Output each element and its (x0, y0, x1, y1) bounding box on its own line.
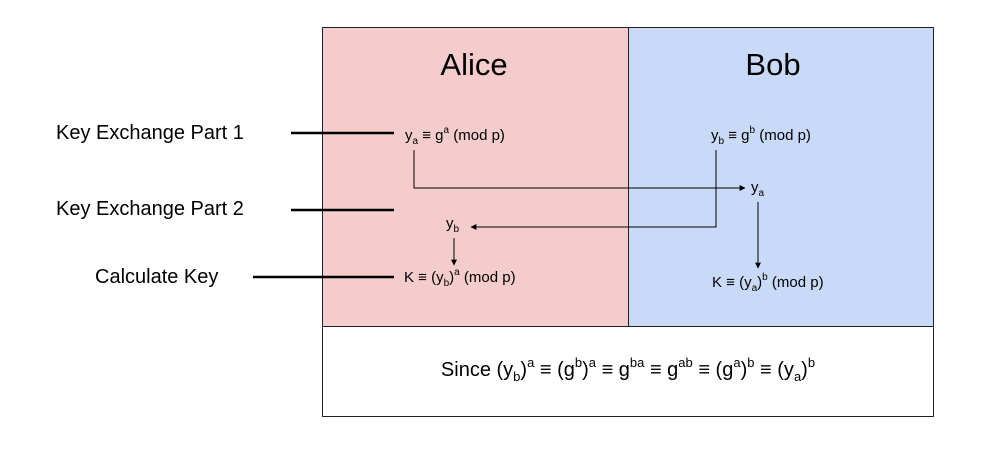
arrow-alice-to-bob (413, 150, 746, 191)
label-key-exchange-part-1: Key Exchange Part 1 (56, 122, 244, 144)
eq-superscript: a (733, 355, 741, 370)
eq-part: (mod p) (449, 127, 505, 144)
arrow-bob-to-alice (470, 150, 717, 230)
eq-part: ≡ g (724, 127, 750, 144)
eq-part: Since (y (440, 359, 514, 381)
eq-part: ≡ g (644, 359, 679, 381)
eq-superscript: b (747, 355, 755, 370)
eq-part: ≡ (y (754, 359, 794, 381)
eq-subscript: b (443, 278, 450, 289)
eq-superscript: b (574, 355, 583, 370)
eq-superscript: b (749, 125, 756, 136)
eq-superscript: b (762, 272, 768, 283)
eq-part: y (751, 179, 759, 196)
eq-part: (mod p) (459, 269, 516, 286)
eq-subscript: a (751, 283, 758, 294)
eq-part: K ≡ (y (712, 274, 752, 291)
eq-part: (mod p) (755, 127, 811, 144)
summary-panel (322, 326, 934, 417)
eq-subscript: a (793, 369, 802, 384)
eq-part: K ≡ (y (404, 269, 444, 286)
bob-key-equation: K ≡ (ya)b (mod p) (712, 273, 824, 294)
eq-part: ≡ (g (534, 359, 575, 381)
eq-part: ) (520, 359, 528, 381)
eq-subscript: a (412, 136, 419, 147)
bob-title: Bob (745, 47, 801, 82)
eq-part: y (405, 127, 413, 144)
eq-superscript: a (443, 125, 450, 136)
alice-title: Alice (440, 47, 508, 82)
eq-part: (mod p) (767, 274, 824, 291)
eq-superscript: a (454, 267, 460, 278)
bob-received-value: ya (751, 180, 764, 199)
label-calculate-key: Calculate Key (95, 266, 219, 288)
alice-key-equation: K ≡ (yb)a (mod p) (404, 268, 516, 289)
eq-part: ) (582, 359, 589, 381)
eq-part: ) (740, 359, 748, 381)
eq-subscript: b (513, 369, 521, 384)
bob-public-value-equation: yb ≡ gb (mod p) (711, 126, 811, 147)
eq-superscript: a (527, 355, 535, 370)
eq-subscript: a (758, 188, 765, 199)
label-key-exchange-part-2: Key Exchange Part 2 (56, 198, 244, 220)
eq-part: ≡ (g (692, 359, 734, 381)
alice-received-value: yb (446, 216, 459, 235)
eq-superscript: ba (629, 355, 645, 370)
bob-panel (628, 27, 934, 327)
eq-superscript: a (588, 355, 597, 370)
eq-superscript: b (807, 355, 816, 370)
eq-part: ) (757, 274, 763, 291)
eq-part: y (446, 215, 454, 232)
eq-part: ≡ g (596, 359, 630, 381)
eq-part: ) (449, 269, 455, 286)
eq-part: y (711, 127, 719, 144)
eq-subscript: b (453, 224, 460, 235)
eq-part: ) (801, 359, 808, 381)
eq-part: ≡ g (418, 127, 444, 144)
eq-subscript: b (718, 136, 725, 147)
eq-superscript: ab (678, 355, 693, 370)
summary-equation: Since (yb)a ≡ (gb)a ≡ gba ≡ gab ≡ (ga)b … (322, 356, 934, 383)
alice-public-value-equation: ya ≡ ga (mod p) (405, 126, 505, 147)
